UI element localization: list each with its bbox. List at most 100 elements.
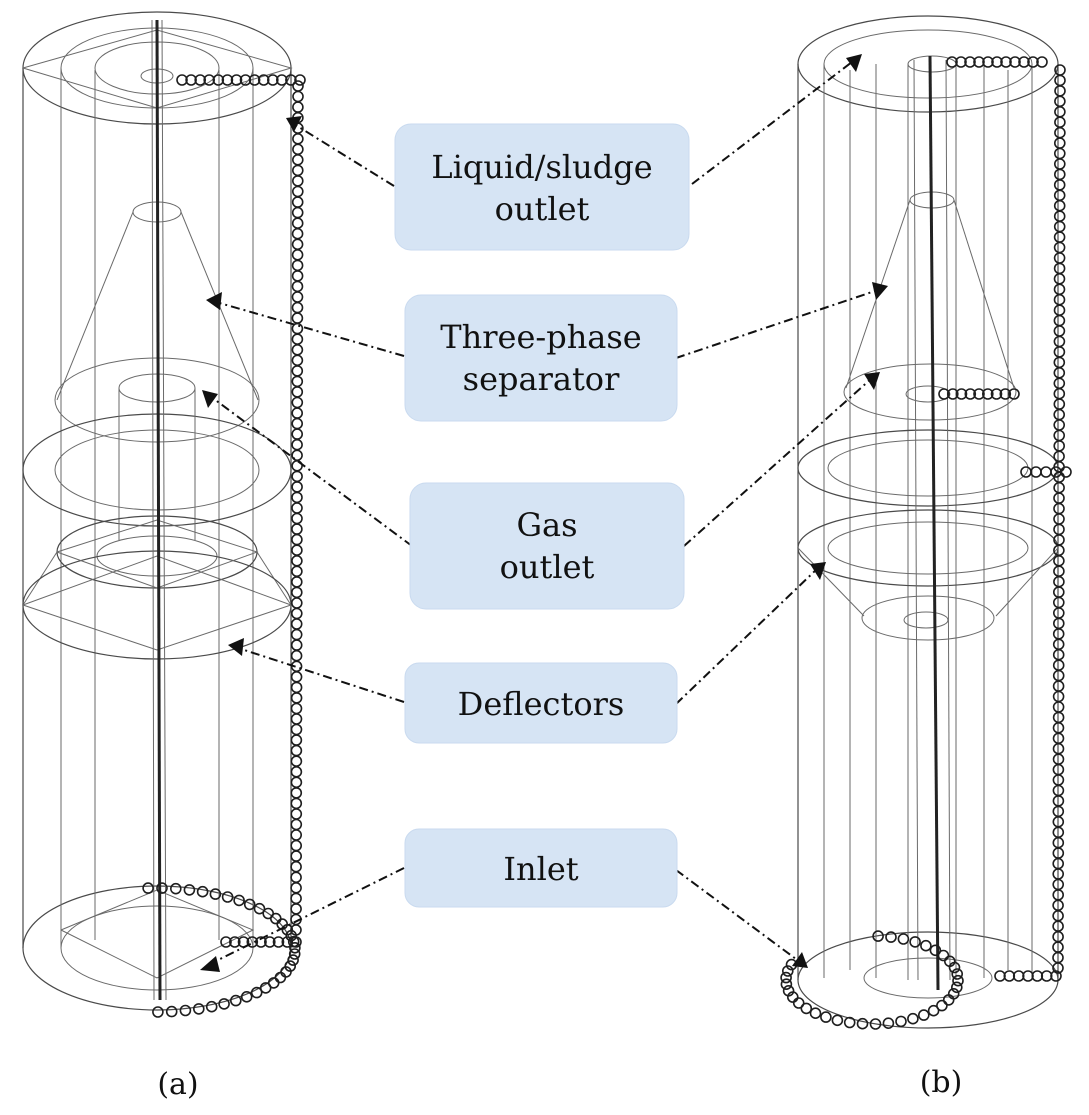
pipe-bead [952, 974, 964, 987]
pipe-bead [1050, 970, 1062, 982]
pipe-bead [1053, 575, 1065, 588]
pipe-bead [179, 1004, 192, 1017]
leader-gas-b [683, 377, 873, 547]
pipe-bead [990, 388, 1003, 400]
pipe-bead [1053, 210, 1066, 222]
pipe-bead [1053, 283, 1066, 296]
pipe-bead [292, 90, 304, 103]
leader-liquid-a [293, 123, 395, 187]
pipe-bead [290, 618, 303, 630]
pipe-bead [291, 470, 303, 483]
pipe-bead [999, 388, 1012, 400]
callout-gas-outlet: Gas outlet [409, 482, 685, 610]
pipe-bead [1009, 56, 1021, 68]
pipe-bead [291, 417, 304, 430]
pipe-bead [291, 491, 303, 504]
pipe-bead [290, 903, 302, 915]
pipe-bead [267, 977, 280, 989]
pipe-bead [292, 133, 304, 145]
pipe-bead [212, 74, 225, 86]
pipe-bead [1053, 241, 1066, 254]
pipe-bead [1036, 56, 1048, 68]
pipe-bead [156, 882, 168, 894]
pipe-bead [843, 1016, 856, 1029]
pipe-bead [263, 936, 276, 948]
pipe-bead [291, 259, 304, 272]
pipe-bead [1053, 586, 1065, 598]
pipe-bead [1053, 262, 1066, 275]
pipe-bead [869, 1018, 882, 1030]
pipe-bead [1053, 523, 1065, 536]
pipe-bead [291, 523, 303, 535]
pipe-bead [230, 74, 243, 86]
pipe-bead [942, 994, 955, 1006]
leader-deflectors-b [675, 567, 819, 705]
pipe-bead [950, 981, 963, 994]
pipe-bead [1053, 304, 1066, 317]
pipe-bead [272, 936, 285, 948]
pipe-bead [257, 74, 270, 86]
pipe-bead [1053, 554, 1065, 567]
pipe-bead [1053, 596, 1065, 609]
pipe-bead [291, 227, 304, 240]
callout-label-line: Deflectors [458, 685, 625, 723]
pipe-bead [218, 998, 230, 1010]
reactor-b-wireframe [797, 15, 1059, 1029]
pipe-bead [290, 871, 302, 884]
pipe-bead [176, 74, 188, 86]
pipe-bead [274, 971, 287, 984]
pipe-bead [230, 994, 242, 1007]
callout-label-line: Gas [516, 506, 577, 544]
pipe-bead [291, 544, 303, 557]
arrowhead-inlet-a [200, 956, 220, 972]
pipe-bead [290, 776, 303, 789]
pipe-bead [291, 481, 303, 493]
pipe-bead [152, 1006, 164, 1018]
pipe-bead [229, 936, 241, 948]
pipe-bead [288, 948, 301, 960]
pipe-bead [920, 939, 932, 952]
pipe-bead [291, 396, 304, 409]
pipe-bead [1054, 106, 1066, 118]
pipe-bead [831, 1014, 844, 1027]
pipe-bead [291, 301, 304, 314]
pipe-bead [1053, 481, 1065, 494]
pipe-bead [290, 576, 303, 588]
pipe-bead [1053, 366, 1066, 379]
pipe-bead [291, 206, 304, 219]
pipe-bead [907, 1012, 919, 1025]
pipe-bead [1053, 565, 1065, 578]
pipe-bead [290, 850, 303, 862]
pipe-bead [250, 986, 263, 999]
pipe-bead [290, 702, 303, 715]
pipe-bead [291, 365, 304, 377]
pipe-bead [1054, 85, 1066, 97]
leader-separator-a [215, 301, 405, 357]
pipe-bead [981, 388, 994, 400]
pipe-bead [275, 74, 288, 86]
pipe-bead [1053, 272, 1066, 285]
pipe-bead [291, 196, 304, 208]
pipe-bead [240, 990, 253, 1003]
pipe-bead [1053, 346, 1066, 358]
pipe-bead [929, 944, 942, 957]
pipe-bead [1052, 648, 1065, 661]
pipe-bead [938, 388, 950, 400]
callout-label-line: outlet [500, 548, 595, 586]
leader-gas-a [209, 395, 413, 547]
pipe-bead [780, 971, 792, 984]
pipe-bead [281, 936, 294, 948]
pipe-bead [196, 885, 209, 898]
leader-lines [200, 54, 888, 972]
panel-label-b: (b) [920, 1065, 963, 1100]
pipe-bead [291, 270, 304, 282]
pipe-bead [1008, 388, 1020, 400]
pipe-bead [290, 839, 303, 852]
pipe-bead [290, 892, 302, 905]
pipe-bead [220, 936, 232, 948]
pipe-bead [1053, 502, 1065, 515]
pipe-bead [948, 961, 961, 974]
pipe-bead [290, 628, 303, 641]
pipe-bead [291, 354, 304, 367]
pipe-bead [290, 787, 303, 799]
